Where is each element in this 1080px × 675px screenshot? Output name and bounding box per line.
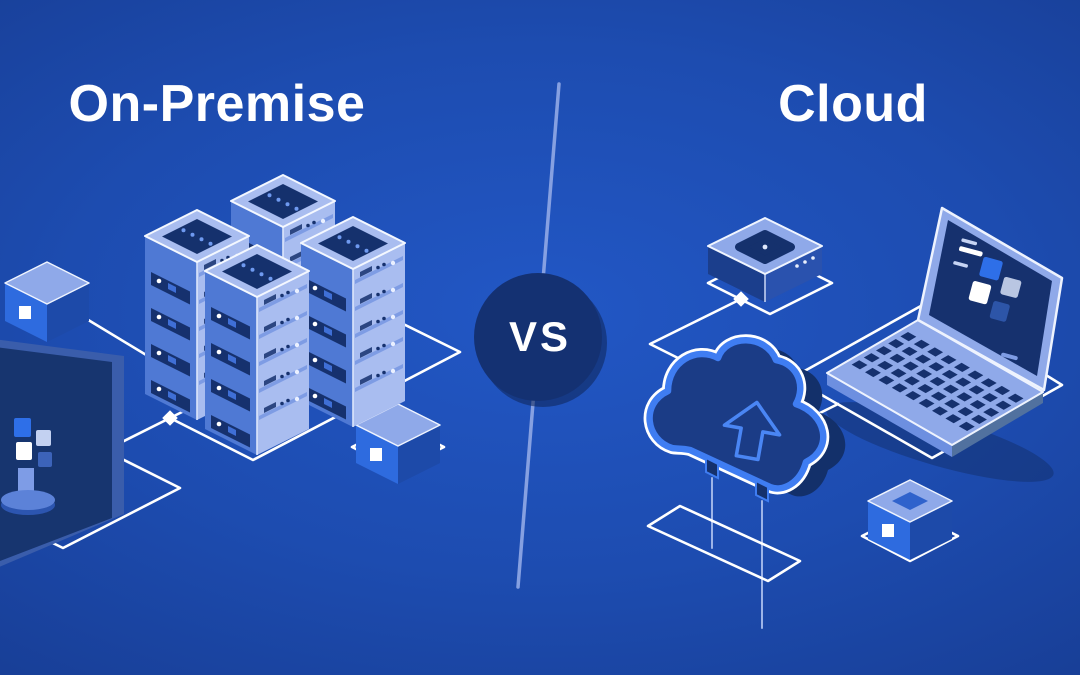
right-title: Cloud	[778, 75, 928, 133]
app-tile-white	[16, 442, 32, 460]
upload-arrow-icon	[722, 400, 782, 462]
network-node-icon	[733, 291, 749, 307]
laptop-icon	[826, 206, 1064, 457]
laptop-screen-content	[953, 238, 1022, 361]
network-node-icon	[162, 410, 178, 426]
server-rack-icon	[205, 245, 309, 455]
vs-badge: VS	[474, 273, 607, 407]
keyboard-keys	[851, 332, 1024, 431]
cloud-anchor-pins	[705, 456, 769, 629]
monitor-icon	[0, 339, 124, 567]
cloud-upload-icon	[650, 340, 846, 497]
app-tile-navy	[38, 452, 52, 467]
router-icon	[707, 217, 823, 302]
on-premise-group	[0, 175, 462, 567]
network-link-icon	[0, 426, 182, 550]
vs-label: VS	[509, 313, 571, 360]
app-tile-blue	[14, 418, 31, 437]
cube-icon	[867, 479, 953, 561]
cloud-group	[646, 206, 1064, 629]
left-title: On-Premise	[68, 75, 366, 133]
app-tile-light	[36, 430, 51, 446]
network-link-icon	[646, 504, 802, 583]
server-rack-icon	[301, 217, 405, 427]
vs-badge-circle	[474, 273, 602, 401]
cube-icon	[4, 261, 90, 343]
